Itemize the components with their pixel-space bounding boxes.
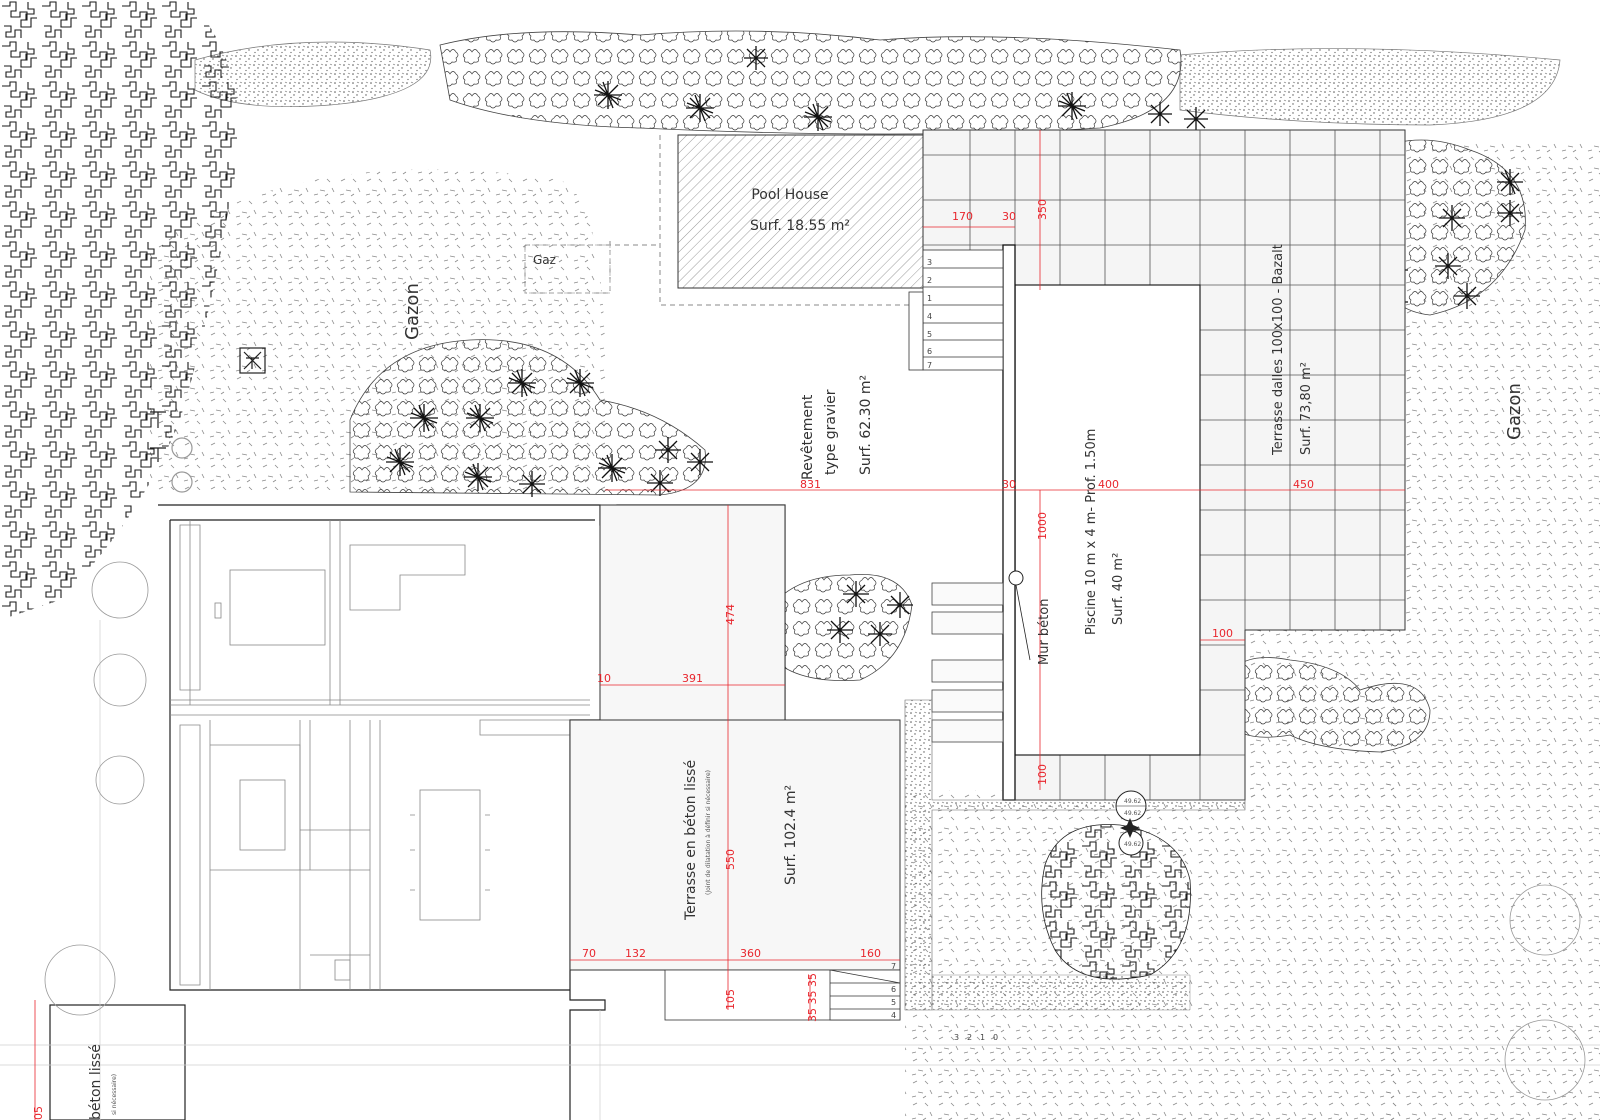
level-marker-1: 49.62 49.62 [1115, 790, 1147, 822]
lawn-label-left: Gazon [402, 283, 423, 340]
terrace-title: Terrasse en béton lissé [683, 760, 699, 921]
dim-10: 10 [597, 672, 611, 685]
svg-text:49.62: 49.62 [1124, 798, 1141, 805]
svg-text:7: 7 [891, 962, 896, 971]
pool-house-area: Surf. 18.55 m² [750, 218, 850, 234]
dim-350: 350 [1036, 199, 1049, 220]
svg-text:7: 7 [927, 361, 932, 370]
utility-symbols [150, 347, 266, 493]
wall-label: Mur béton [1037, 599, 1052, 665]
tree-mass-left [0, 0, 239, 620]
gravel-border-bottom [931, 974, 1191, 1011]
house-interior [170, 520, 590, 990]
pool-stairs-top [908, 249, 1004, 371]
dim-160: 160 [860, 947, 881, 960]
dim-450: 450 [1293, 478, 1314, 491]
dim-30-top: 30 [1002, 210, 1016, 223]
svg-text:4: 4 [927, 312, 932, 321]
shrub-cluster-center [349, 339, 706, 496]
shrub-cluster-east [1224, 657, 1431, 753]
pool-house [677, 134, 924, 289]
terrace-steps [664, 969, 901, 1021]
terrace-note: (Joint de dilatation à définir si nécess… [705, 770, 712, 895]
svg-text:5: 5 [891, 998, 896, 1007]
dim-105: 105 [724, 989, 737, 1010]
lawn-label-right: Gazon [1504, 383, 1525, 440]
terrace-area: Surf. 102.4 m² [783, 785, 799, 885]
svg-text:49.62: 49.62 [1124, 841, 1141, 848]
deck-area: Surf. 73,80 m² [1299, 362, 1314, 455]
reference-lines [0, 620, 1600, 1120]
svg-text:5: 5 [927, 330, 932, 339]
deck-title: Terrasse dalles 100x100 - Bazalt [1271, 244, 1286, 456]
svg-text:1: 1 [980, 1033, 985, 1042]
gravel-area: Surf. 62.30 m² [858, 375, 874, 475]
top-stair-numbers: 3 2 1 4 5 6 7 [927, 258, 932, 370]
dim-831: 831 [800, 478, 821, 491]
pool-side-stairs [931, 582, 1004, 743]
dim-edge: 05 [32, 1106, 45, 1120]
svg-text:2: 2 [967, 1033, 972, 1042]
svg-text:6: 6 [891, 985, 896, 994]
pool [1014, 284, 1201, 756]
bottom-stair-numbers: 7 6 5 4 [891, 962, 896, 1020]
dim-400: 400 [1098, 478, 1119, 491]
dim-170: 170 [952, 210, 973, 223]
svg-text:3: 3 [927, 258, 932, 267]
gravel-title-line2: type gravier [823, 389, 839, 475]
dim-100-side: 100 [1212, 627, 1233, 640]
terrace2-note: si nécessaire) [111, 1074, 118, 1115]
pool-area: Surf. 40 m² [1111, 553, 1126, 625]
svg-text:0: 0 [993, 1033, 998, 1042]
tree-outlines [44, 561, 1586, 1101]
dim-550: 550 [724, 849, 737, 870]
gravel-path-top [194, 41, 1561, 126]
svg-text:6: 6 [927, 347, 932, 356]
dim-391: 391 [682, 672, 703, 685]
shrub-cluster-pool [764, 574, 913, 681]
gravel-title-line1: Revêtement [800, 394, 816, 480]
svg-text:3: 3 [954, 1033, 959, 1042]
wall-marker [1008, 570, 1024, 586]
pool-title: Piscine 10 m x 4 m- Prof. 1.50m [1084, 429, 1099, 635]
tree-dark-south [1041, 824, 1191, 980]
dim-1000: 1000 [1036, 512, 1049, 540]
dimension-lines [34, 130, 1405, 1120]
dim-100-bottom: 100 [1036, 764, 1049, 785]
dim-35: 35 35 35 [806, 973, 819, 1022]
terrace-upper [599, 504, 786, 721]
gas-box [524, 244, 611, 294]
svg-text:4: 4 [891, 1011, 896, 1020]
concrete-wall [1002, 244, 1016, 801]
gravel-border [904, 699, 1246, 1011]
dim-30-mid: 30 [1002, 478, 1016, 491]
svg-text:2: 2 [927, 276, 932, 285]
gas-label: Gaz [533, 253, 556, 267]
dim-70: 70 [582, 947, 596, 960]
terrace2-title: béton lissé [88, 1044, 104, 1120]
svg-text:1: 1 [927, 294, 932, 303]
dim-132: 132 [625, 947, 646, 960]
hedge-top [439, 30, 1182, 135]
terrace-concrete [569, 719, 901, 971]
dim-474: 474 [724, 604, 737, 625]
north-star-icon [1120, 818, 1140, 838]
dim-360: 360 [740, 947, 761, 960]
pool-house-title: Pool House [751, 187, 828, 203]
grid-step-labels: 3 2 1 0 [954, 1033, 998, 1042]
svg-text:49.62: 49.62 [1124, 810, 1141, 817]
